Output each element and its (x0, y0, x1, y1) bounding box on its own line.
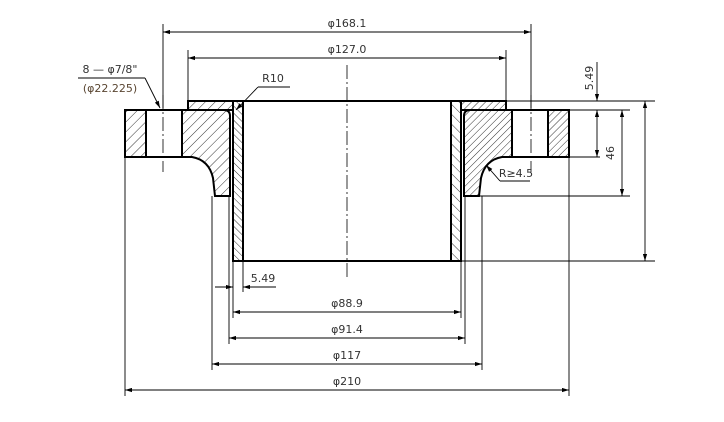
left-bolt-hole (145, 109, 183, 158)
left-section (124, 100, 244, 262)
dim-hub-od: φ117 (333, 349, 361, 362)
extension-lines (124, 24, 655, 396)
right-bolt-hole (511, 109, 549, 158)
dim-bolt-holes-metric: (φ22.225) (83, 82, 137, 95)
right-hub (463, 109, 513, 197)
dim-face-height: 5.49 (583, 66, 596, 91)
left-pipe-wall (232, 100, 244, 262)
right-pipe-wall (450, 100, 462, 262)
right-raised-face (460, 100, 507, 111)
dim-raised-face: φ127.0 (328, 43, 367, 56)
dim-pipe-id: φ88.9 (331, 297, 363, 310)
dim-flange-height: 46 (604, 146, 617, 160)
dim-pipe-od: φ91.4 (331, 323, 363, 336)
left-hub (181, 109, 231, 197)
left-flange-outer-block (124, 109, 147, 158)
right-flange-outer-block (547, 109, 570, 158)
dim-wall-thickness: 5.49 (251, 272, 276, 285)
left-raised-face (187, 100, 234, 111)
dim-fillet-top: R10 (262, 72, 284, 85)
dim-fillet-hub: R≥4.5 (499, 167, 533, 180)
dim-pcd: φ168.1 (328, 17, 367, 30)
dimension-lines (78, 29, 648, 393)
dim-flange-od: φ210 (333, 375, 361, 388)
dim-bolt-holes: 8 — φ7/8" (82, 63, 137, 76)
right-section (450, 100, 570, 262)
